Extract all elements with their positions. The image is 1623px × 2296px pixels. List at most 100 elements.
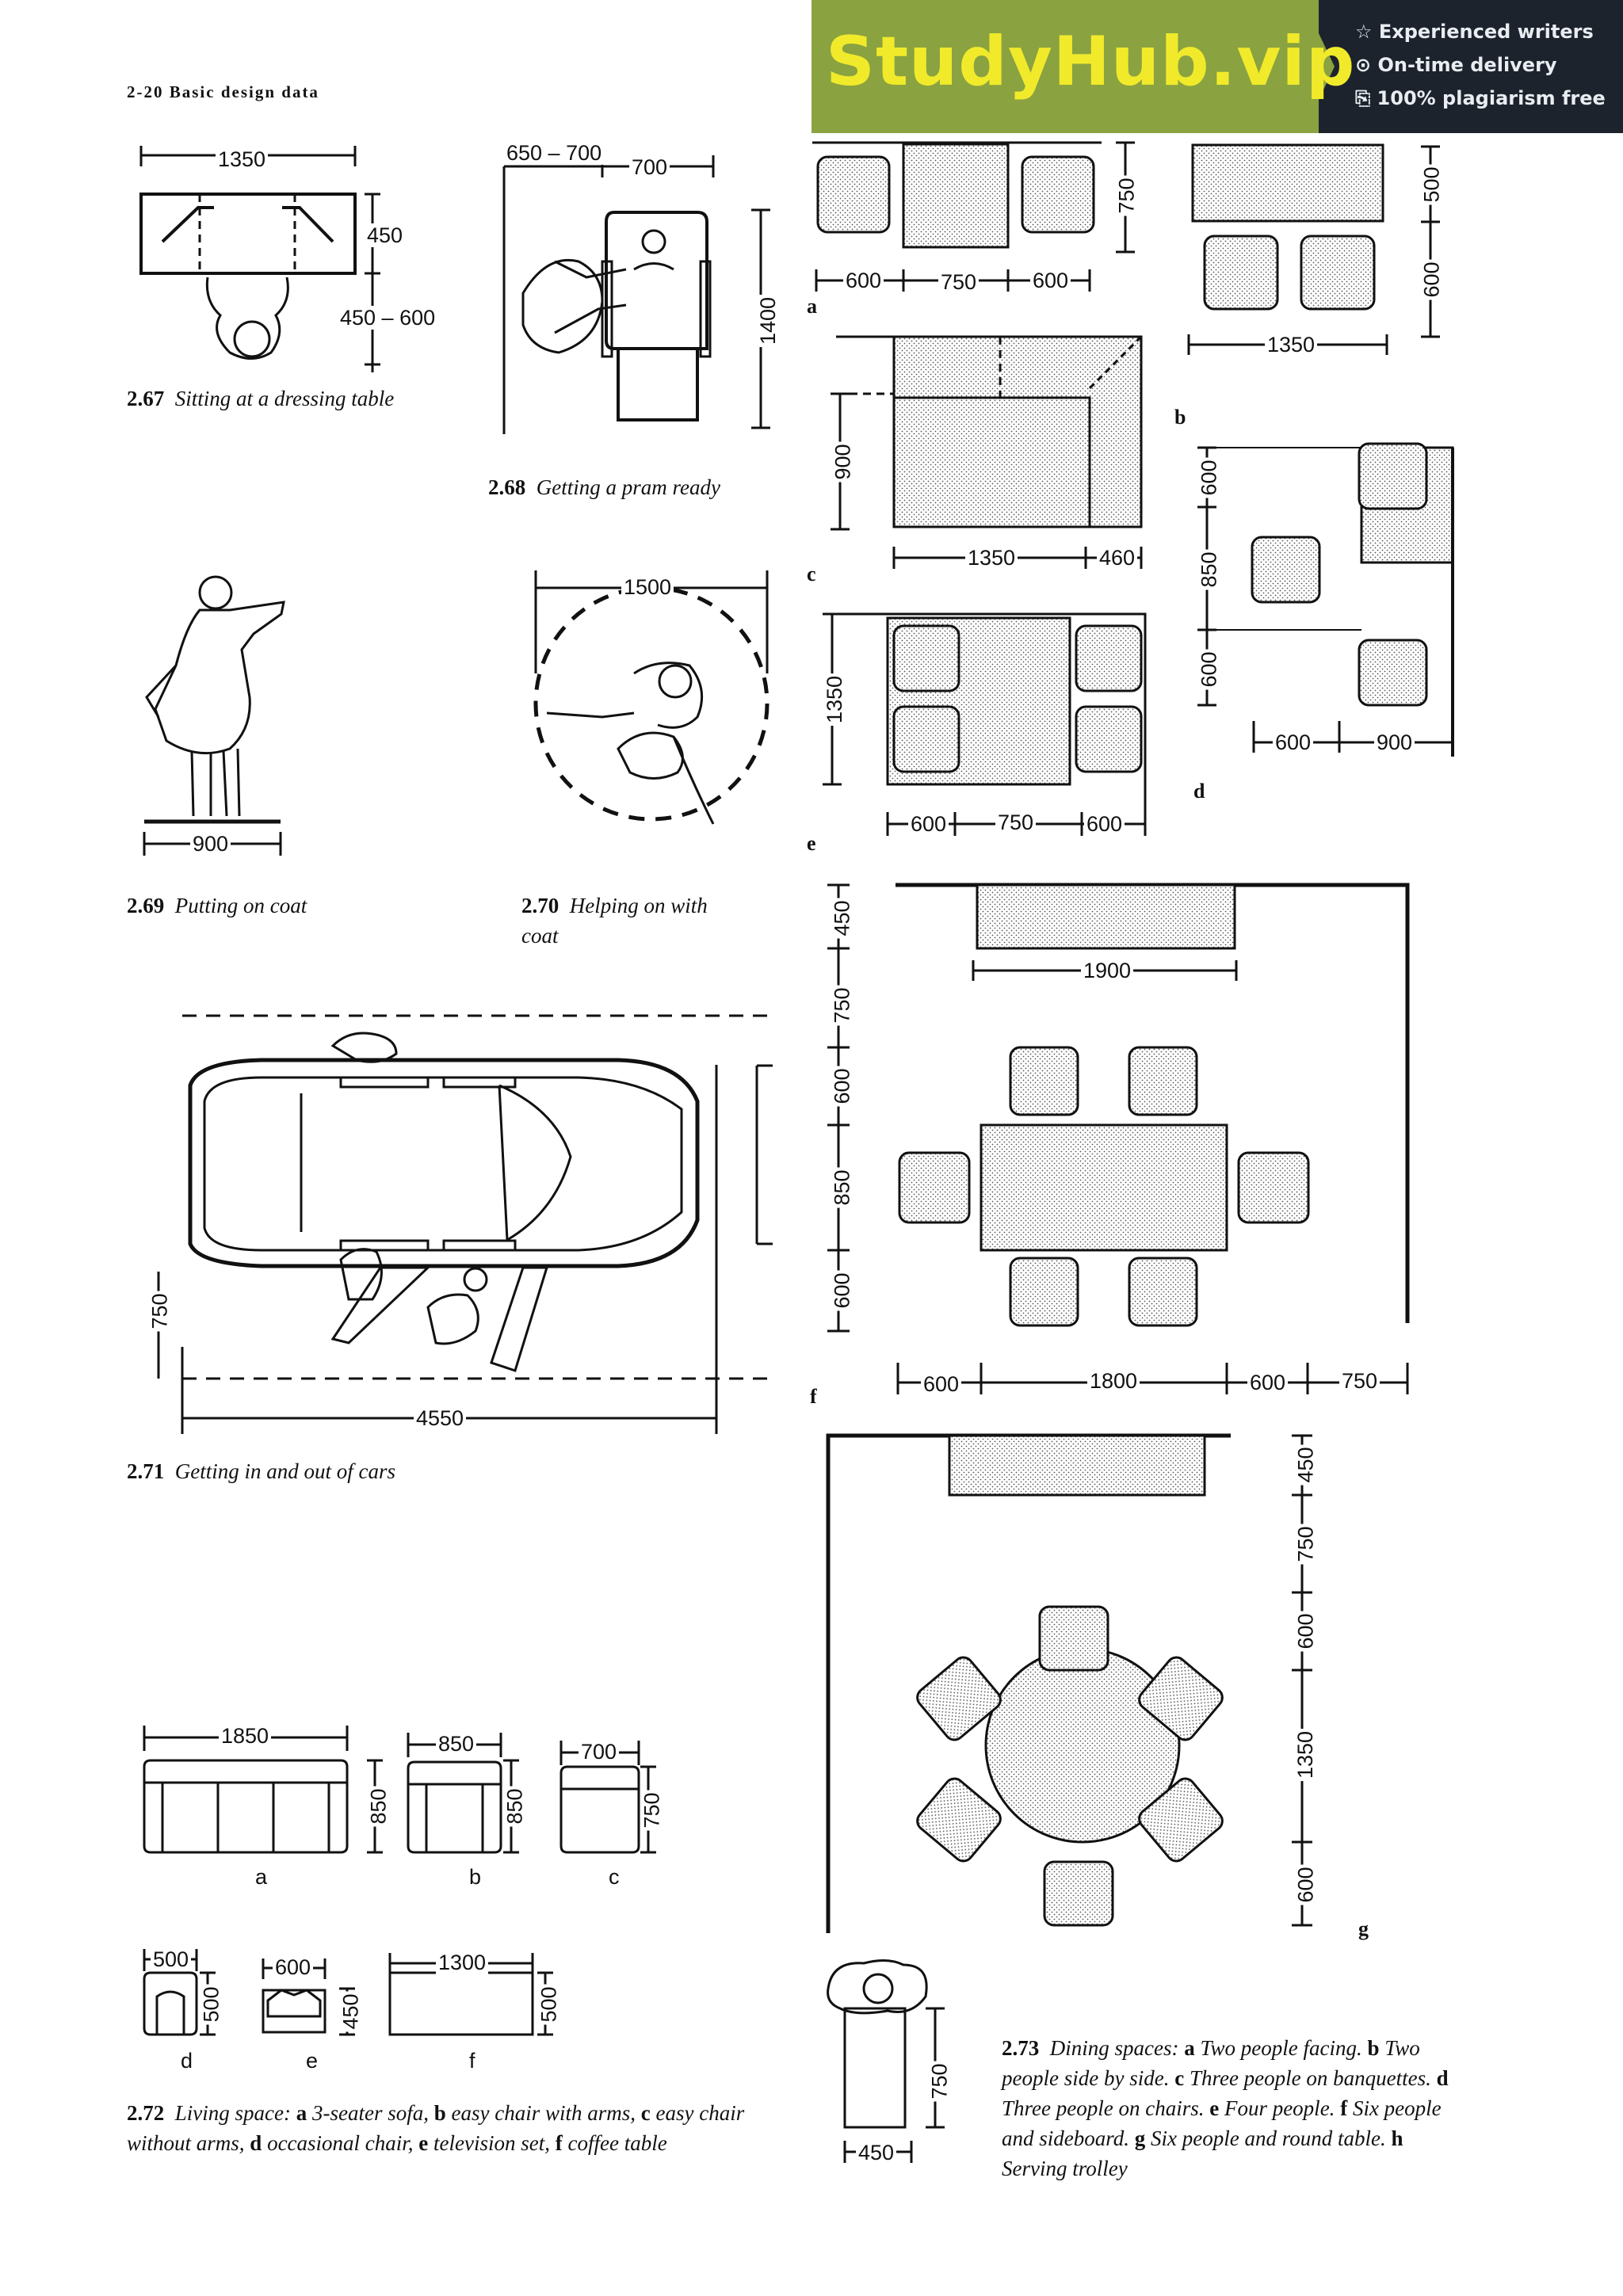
cap-part: Two people side by side.	[1002, 2036, 1420, 2090]
fig-2-71-drawing	[157, 1014, 773, 1434]
fig-2-72-number: 2.72	[127, 2101, 165, 2125]
fig-2-72-d-label: d	[181, 2049, 193, 2073]
fig-2-69-caption: 2.69 Putting on coat	[127, 891, 396, 921]
fig-2-72-c-depth: 750	[640, 1790, 664, 1831]
fig-2-72-e-depth: 450	[338, 1991, 363, 2032]
cap-part: c	[1174, 2066, 1185, 2090]
fig-2-73a-letter: a	[807, 295, 817, 318]
fig-2-68-dim-2: 700	[629, 155, 670, 179]
fig-2-73d-dim-1: 600	[1197, 457, 1221, 498]
fig-2-73b-drawing	[1187, 143, 1440, 355]
cap-part: Three people on chairs.	[1002, 2096, 1210, 2120]
cap-part: Two people facing.	[1194, 2036, 1368, 2060]
cap-part: coffee table	[562, 2131, 667, 2155]
fig-2-70-caption: 2.70 Helping on with coat	[521, 891, 743, 951]
ad-green-panel	[812, 0, 1325, 133]
fig-2-73g-dim-3: 600	[1293, 1611, 1318, 1652]
fig-2-73d-letter: d	[1193, 780, 1205, 803]
cap-part: occasional chair,	[262, 2131, 419, 2155]
fig-2-73-number: 2.73	[1002, 2036, 1040, 2060]
fig-2-68-dim-1: 650 – 700	[504, 141, 605, 165]
ad-feature-2: ⊙ On-time delivery	[1355, 54, 1557, 76]
cap-part: f	[1340, 2096, 1348, 2120]
fig-2-72-b-width: 850	[436, 1732, 477, 1756]
ad-banner[interactable]: StudyHub.vip ☆ Experienced writers ⊙ On-…	[812, 0, 1623, 133]
fig-2-68-caption-text: Getting a pram ready	[536, 475, 720, 499]
fig-2-70-dim: 1500	[621, 575, 674, 599]
fig-2-69-number: 2.69	[127, 894, 165, 917]
cap-part: d	[1436, 2066, 1449, 2090]
fig-2-67-caption-text: Sitting at a dressing table	[174, 387, 395, 410]
fig-2-73c-drawing	[831, 335, 1143, 569]
fig-2-73f-letter: f	[810, 1385, 817, 1408]
fig-2-73a-dim-3: 600	[1030, 269, 1071, 292]
fig-2-72-e-label: e	[306, 2049, 319, 2073]
fig-2-73f-dim-7: 600	[921, 1372, 962, 1396]
fig-2-73a-dim-2: 750	[938, 270, 980, 294]
cap-part: c	[640, 2101, 651, 2125]
fig-2-72-f-depth: 500	[537, 1984, 561, 2025]
fig-2-73f-dim-8: 1800	[1087, 1369, 1140, 1393]
cap-part: easy chair without arms,	[127, 2101, 745, 2155]
cap-part: Six people and round table.	[1145, 2126, 1392, 2150]
fig-2-73c-dim-2: 1350	[965, 546, 1018, 570]
fig-2-68-drawing	[502, 155, 770, 434]
cap-part: Serving trolley	[1002, 2157, 1128, 2180]
fig-2-73g-drawing	[826, 1433, 1312, 1933]
fig-2-73f-dim-4: 850	[830, 1167, 854, 1208]
cap-part: 3-seater sofa,	[307, 2101, 434, 2125]
fig-2-68-number: 2.68	[488, 475, 526, 499]
fig-2-73b-dim-3: 1350	[1265, 333, 1318, 357]
cap-part: b	[1367, 2036, 1380, 2060]
fig-2-73d-dim-5: 900	[1374, 730, 1415, 754]
fig-2-73e-dim-2: 600	[908, 812, 949, 836]
fig-2-73f-dim-5: 600	[830, 1270, 854, 1311]
fig-2-71-caption-text: Getting in and out of cars	[174, 1459, 395, 1483]
ad-feature-1: ☆ Experienced writers	[1355, 21, 1594, 43]
fig-2-70-drawing	[533, 570, 769, 825]
fig-2-73c-letter: c	[807, 563, 816, 585]
cap-part: Six people and sideboard.	[1002, 2096, 1442, 2150]
fig-2-73-caption: 2.73 Dining spaces: a Two people facing.…	[1002, 2033, 1461, 2183]
ad-arrow	[1303, 0, 1335, 133]
fig-2-73d-dim-3: 600	[1197, 649, 1221, 690]
fig-2-73d-dim-4: 600	[1273, 730, 1314, 754]
fig-2-70-number: 2.70	[521, 894, 559, 917]
fig-2-73h-dim-2: 450	[856, 2141, 897, 2164]
cap-part: Three people on banquettes.	[1184, 2066, 1437, 2090]
cap-part: e	[1209, 2096, 1220, 2120]
fig-2-68-caption: 2.68 Getting a pram ready	[488, 472, 789, 502]
fig-2-69-dim: 900	[190, 832, 231, 856]
fig-2-72-a-label: a	[255, 1865, 268, 1889]
fig-2-72-a-width: 1850	[219, 1724, 272, 1748]
fig-2-73e-letter: e	[807, 832, 816, 855]
cap-part: g	[1134, 2126, 1146, 2150]
page-header: 2-20 Basic design data	[127, 82, 319, 101]
cap-part: Dining spaces:	[1049, 2036, 1185, 2060]
fig-2-67-dim-depth: 450	[365, 223, 406, 247]
fig-2-73f-dim-9: 600	[1247, 1371, 1289, 1394]
fig-2-67-caption: 2.67 Sitting at a dressing table	[127, 383, 396, 414]
ad-logo[interactable]: StudyHub.vip	[826, 22, 1356, 101]
fig-2-73g-dim-1: 450	[1293, 1444, 1318, 1486]
fig-2-72-c-width: 700	[579, 1740, 620, 1764]
fig-2-72-f-width: 1300	[436, 1951, 489, 1974]
fig-2-72-caption-text: Living space: a 3-seater sofa, b easy ch…	[127, 2101, 744, 2155]
cap-part: e	[418, 2131, 429, 2155]
cap-part: television set,	[428, 2131, 556, 2155]
fig-2-73e-dim-3: 750	[995, 810, 1037, 834]
fig-2-73a-dim-4: 750	[1114, 175, 1139, 216]
fig-2-73b-letter: b	[1174, 406, 1186, 429]
cap-part: h	[1391, 2126, 1403, 2150]
fig-2-69-drawing	[143, 575, 285, 856]
fig-2-73-caption-text: Dining spaces: a Two people facing. b Tw…	[1002, 2036, 1449, 2180]
fig-2-73e-dim-1: 1350	[823, 673, 847, 727]
fig-2-73g-letter: g	[1358, 1917, 1369, 1940]
fig-2-73c-dim-1: 900	[831, 441, 855, 482]
fig-2-73d-dim-2: 850	[1197, 549, 1221, 590]
cap-part: d	[250, 2131, 262, 2155]
fig-2-69-caption-text: Putting on coat	[174, 894, 307, 917]
fig-2-67-dim-clearance: 450 – 600	[338, 306, 438, 330]
fig-2-73f-dim-3: 600	[830, 1066, 854, 1107]
